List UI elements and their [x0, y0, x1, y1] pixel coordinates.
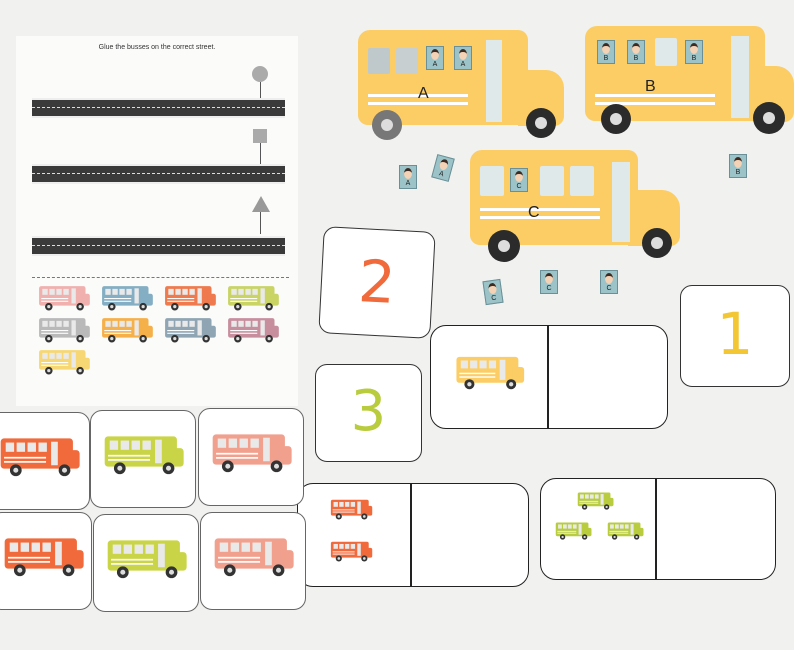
student-tile[interactable]: C	[510, 168, 528, 192]
bus-cutout-grid	[32, 277, 289, 382]
bus-picture-card[interactable]	[0, 512, 92, 610]
student-tile[interactable]: A	[426, 46, 444, 70]
student-tile[interactable]: B	[627, 40, 645, 64]
domino-bus	[607, 521, 645, 545]
bus-picture-card[interactable]	[90, 410, 196, 508]
bus-icon	[39, 350, 90, 375]
bus-icon	[102, 318, 153, 343]
bus-letter: C	[528, 204, 540, 221]
cutout-bus[interactable]	[227, 316, 281, 348]
student-tile[interactable]: B	[729, 154, 747, 178]
sign-pole	[260, 82, 261, 100]
domino-bus	[455, 354, 527, 395]
bus-letter: B	[645, 78, 656, 95]
bus-icon	[0, 438, 80, 477]
domino-bus	[330, 540, 374, 567]
student-tile[interactable]: C	[540, 270, 558, 294]
sorting-worksheet: Glue the busses on the correct street.	[16, 36, 298, 406]
triangle-sign-icon	[252, 196, 270, 212]
wheel-icon	[642, 228, 672, 258]
bus-letter: A	[418, 85, 429, 102]
number-card-1[interactable]: 1	[680, 285, 790, 387]
bus-icon	[39, 286, 90, 311]
wheel-icon	[372, 110, 402, 140]
cutout-bus[interactable]	[164, 284, 218, 316]
domino-two-buses[interactable]	[297, 483, 529, 587]
cutout-bus[interactable]	[38, 284, 92, 316]
student-tile[interactable]: B	[597, 40, 615, 64]
domino-one-bus[interactable]	[430, 325, 668, 429]
street-triangle[interactable]	[32, 236, 285, 256]
student-tile[interactable]: A	[399, 165, 417, 189]
bus-picture-card[interactable]	[198, 408, 304, 506]
cutout-bus[interactable]	[38, 348, 92, 380]
student-tile[interactable]: A	[454, 46, 472, 70]
student-tile[interactable]: C	[482, 278, 504, 306]
bus-icon	[102, 286, 153, 311]
square-sign-icon	[253, 129, 267, 143]
student-tile[interactable]: A	[431, 154, 455, 182]
domino-bus	[555, 521, 593, 545]
number-card-2[interactable]: 2	[318, 226, 436, 339]
bus-icon	[104, 436, 184, 475]
bus-icon	[330, 499, 373, 520]
bus-icon	[330, 541, 373, 562]
bus-icon	[456, 356, 525, 390]
bus-c[interactable]: C C	[470, 150, 682, 262]
domino-bus	[577, 491, 615, 515]
number-label: 1	[716, 300, 754, 368]
bus-picture-card[interactable]	[200, 512, 306, 610]
bus-icon	[228, 286, 279, 311]
wheel-icon	[753, 102, 785, 134]
circle-sign-icon	[252, 66, 268, 82]
bus-icon	[228, 318, 279, 343]
wheel-icon	[601, 104, 631, 134]
street-circle[interactable]	[32, 98, 285, 118]
bus-icon	[4, 538, 84, 577]
student-tile[interactable]: B	[685, 40, 703, 64]
bus-icon	[165, 286, 216, 311]
number-label: 2	[356, 247, 398, 317]
bus-a[interactable]: A A A	[358, 30, 568, 140]
domino-bus	[330, 498, 374, 525]
cutout-bus[interactable]	[164, 316, 218, 348]
wheel-icon	[488, 230, 520, 262]
cutout-bus[interactable]	[101, 284, 155, 316]
street-square[interactable]	[32, 164, 285, 184]
cutout-bus[interactable]	[101, 316, 155, 348]
number-card-3[interactable]: 3	[315, 364, 422, 462]
sign-pole	[260, 212, 261, 234]
cutout-bus[interactable]	[227, 284, 281, 316]
bus-icon	[607, 522, 644, 540]
bus-picture-card[interactable]	[0, 412, 90, 510]
bus-icon	[577, 492, 614, 510]
cutout-bus[interactable]	[38, 316, 92, 348]
student-tile[interactable]: C	[600, 270, 618, 294]
worksheet-instruction: Glue the busses on the correct street.	[98, 44, 216, 51]
bus-icon	[212, 434, 292, 473]
sign-pole	[260, 143, 261, 165]
bus-picture-card[interactable]	[93, 514, 199, 612]
number-label: 3	[350, 379, 387, 444]
domino-three-buses[interactable]	[540, 478, 776, 580]
bus-icon	[165, 318, 216, 343]
bus-icon	[214, 538, 294, 577]
bus-icon	[107, 540, 187, 579]
bus-b[interactable]: B B B B	[585, 26, 794, 136]
wheel-icon	[526, 108, 556, 138]
bus-icon	[555, 522, 592, 540]
bus-icon	[39, 318, 90, 343]
